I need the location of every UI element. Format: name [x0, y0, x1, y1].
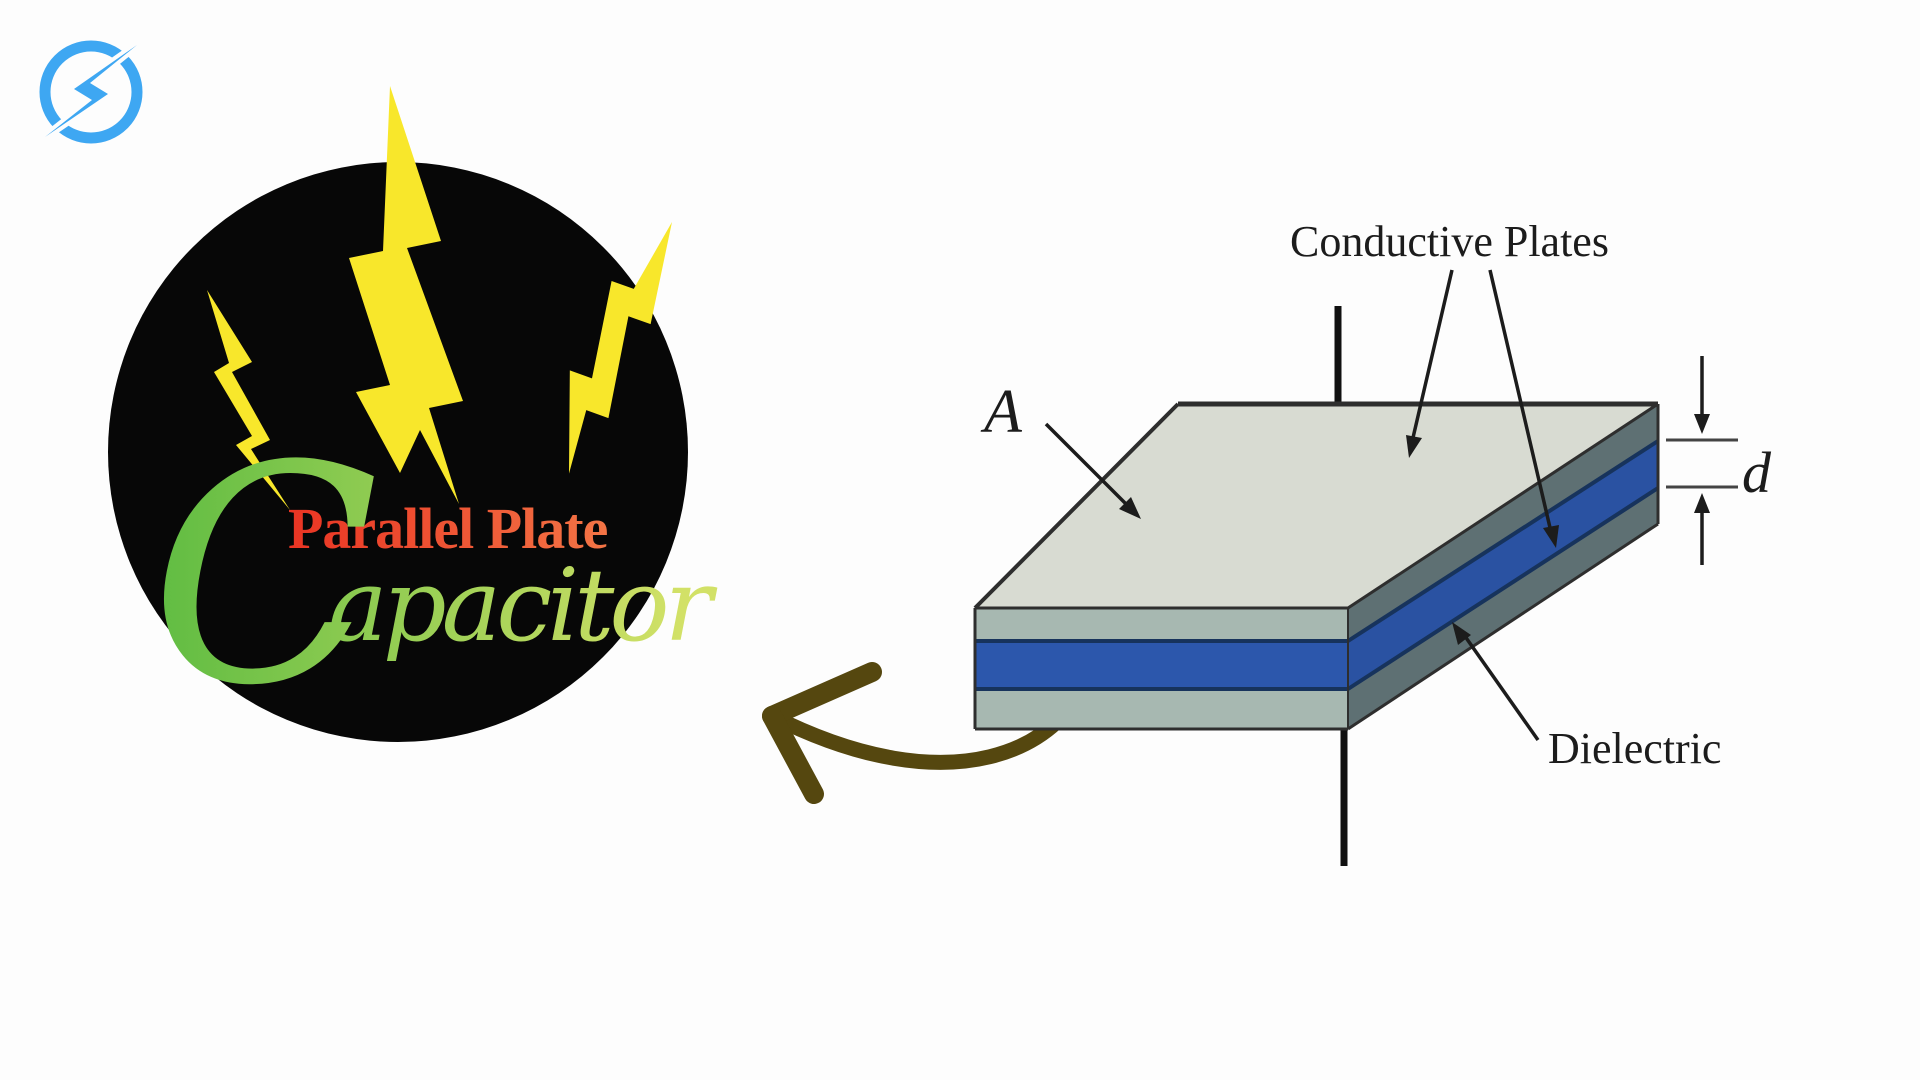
- arrowhead-icon: [1694, 493, 1710, 513]
- arrowhead-icon: [1543, 525, 1559, 548]
- top-plate-surface: [975, 404, 1658, 608]
- conductive-plates-label: Conductive Plates: [1290, 217, 1609, 266]
- side-bottom-plate-edge: [1348, 487, 1658, 729]
- side-dielectric-layer: [1348, 440, 1658, 690]
- arrowhead-icon: [1452, 622, 1471, 645]
- front-dielectric-layer: [975, 640, 1348, 690]
- badge-title: Parallel Plate: [288, 496, 608, 561]
- right-lightning-bolt-icon: [568, 222, 672, 474]
- title-badge: Parallel Plate C apacitor: [108, 86, 723, 751]
- gap-dimension-marker: d: [1666, 356, 1772, 565]
- gap-label: d: [1742, 440, 1772, 505]
- logo-ring: [39, 40, 143, 144]
- conductive-plates-arrow-right: [1488, 269, 1553, 533]
- dielectric-label: Dielectric: [1548, 724, 1721, 773]
- arrowhead-icon: [1119, 497, 1141, 519]
- arrowhead-icon: [1694, 414, 1710, 434]
- front-bottom-plate-edge: [975, 690, 1348, 729]
- area-label: A: [980, 378, 1023, 446]
- arrowhead-icon: [1406, 435, 1422, 458]
- badge-script-initial: C: [150, 402, 380, 751]
- area-arrow: [1044, 422, 1134, 512]
- electric-brand-logo: [39, 40, 143, 144]
- dielectric-arrow: [1460, 630, 1540, 742]
- badge-script-rest: apacitor: [328, 547, 718, 664]
- front-top-plate-edge: [975, 608, 1348, 640]
- small-lightning-bolt-icon: [207, 290, 290, 510]
- logo-lightning-bolt-icon: [41, 41, 141, 141]
- dielectric-borders: [975, 439, 1660, 691]
- big-lightning-bolt-icon: [349, 86, 463, 504]
- slab-outline: [973, 401, 1660, 731]
- side-top-plate-edge: [1348, 404, 1658, 640]
- capacitor-diagram: Conductive Plates A d Dielectric: [973, 217, 1772, 866]
- conductive-plates-arrow-left: [1410, 269, 1454, 443]
